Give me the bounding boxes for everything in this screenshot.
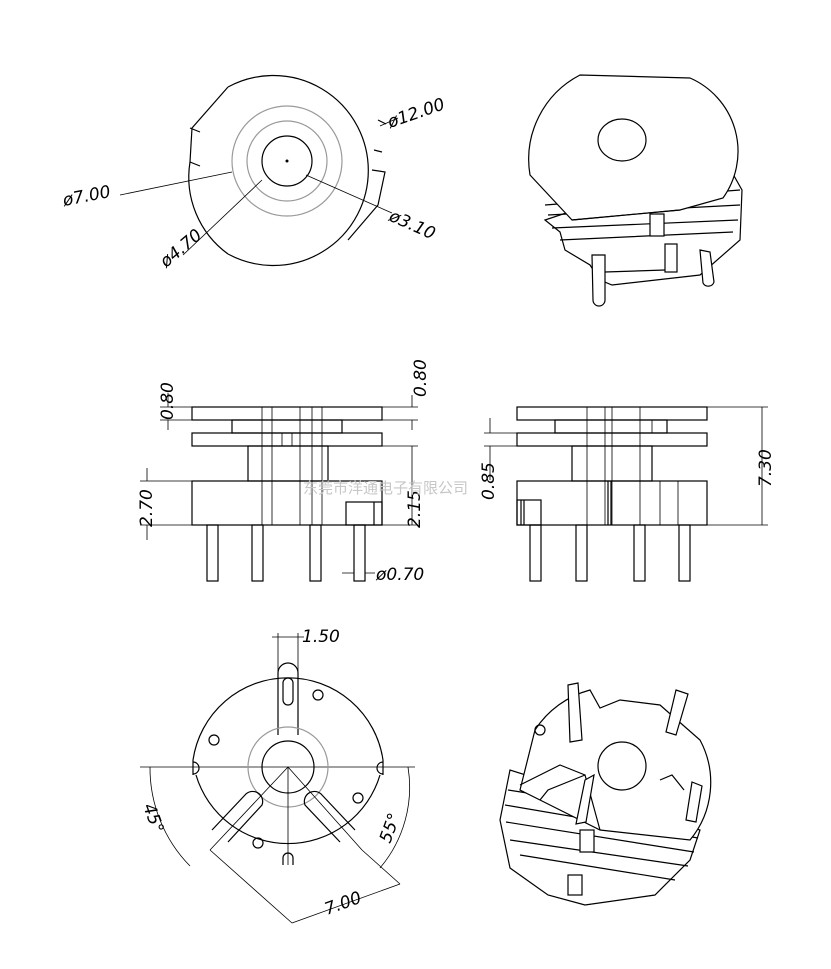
dim-pin-span-label: 7.00 bbox=[322, 888, 364, 920]
dim-body-height-label: 2.15 bbox=[405, 490, 425, 528]
dim-angle-left-label: 45° bbox=[138, 801, 167, 836]
dim-pin-dia-label: ø0.70 bbox=[375, 565, 424, 585]
leader-hole bbox=[305, 174, 393, 214]
front-pin-2 bbox=[251, 524, 264, 582]
front-pin-4 bbox=[353, 524, 366, 582]
iso-bottom-notch bbox=[519, 764, 601, 831]
dim-slot-width-label: 1.50 bbox=[302, 627, 340, 647]
dim-angle-right-arc bbox=[379, 766, 411, 869]
iso-bottom-pin-4 bbox=[685, 781, 703, 823]
iso-top-bottom-edge bbox=[604, 269, 666, 273]
dim-total-height-lines bbox=[707, 406, 768, 526]
iso-bottom-small-hole-1 bbox=[534, 724, 546, 736]
side-pin-4 bbox=[678, 524, 691, 582]
leader-outer bbox=[379, 117, 399, 127]
side-key-lines bbox=[520, 481, 612, 525]
top-right-cutout bbox=[347, 169, 386, 241]
front-pin-3 bbox=[309, 524, 322, 582]
top-center-point bbox=[285, 159, 289, 163]
iso-bottom-small-hole-2 bbox=[659, 774, 685, 791]
dim-angle-right-label: 55° bbox=[376, 811, 405, 846]
bottom-slot-top-inner bbox=[282, 677, 294, 706]
dim-outer-label: ø12.00 bbox=[384, 95, 447, 133]
dim-gap-label: 0.85 bbox=[479, 462, 499, 500]
iso-top-pin-1 bbox=[591, 254, 606, 307]
top-ring-4-7 bbox=[246, 120, 328, 202]
dim-inner-ring-label: ø4.70 bbox=[156, 225, 207, 272]
side-pin-3 bbox=[633, 524, 646, 582]
front-hidden-lines bbox=[261, 407, 323, 525]
dim-hole-label: ø3.10 bbox=[385, 206, 438, 244]
dim-ring-label: ø7.00 bbox=[60, 182, 112, 211]
bottom-slot-right bbox=[303, 790, 356, 843]
top-view: ø7.00 ø4.70 ø3.10 ø12.00 bbox=[60, 74, 447, 272]
dim-body-height-lines bbox=[382, 445, 418, 526]
top-lower-arc bbox=[188, 161, 229, 255]
iso-bottom-tab-2 bbox=[567, 874, 583, 896]
dim-flange-right-lines bbox=[382, 395, 418, 430]
watermark-text: 东莞市洋通电子有限公司 bbox=[303, 479, 468, 497]
iso-bottom-pin-1 bbox=[567, 682, 583, 743]
front-key bbox=[345, 501, 383, 526]
front-core bbox=[247, 445, 329, 482]
front-flange-2 bbox=[191, 432, 383, 447]
side-neck bbox=[554, 419, 668, 434]
bottom-radial-lines bbox=[209, 766, 363, 865]
leader-inner-ring bbox=[182, 179, 263, 256]
dim-angle-left-arc bbox=[149, 766, 191, 867]
iso-bottom-pin-3 bbox=[575, 773, 595, 825]
side-pin-2 bbox=[575, 524, 588, 582]
top-outer-arc bbox=[227, 74, 369, 267]
top-notch-left bbox=[189, 127, 201, 167]
iso-bottom-pin-2 bbox=[665, 689, 689, 736]
bottom-hole-c bbox=[352, 792, 364, 804]
bottom-hole-d bbox=[252, 837, 264, 849]
side-hidden-lines bbox=[586, 407, 679, 525]
iso-top-view bbox=[528, 74, 743, 307]
iso-top-pin-2 bbox=[699, 249, 715, 287]
iso-top-tab-front bbox=[664, 243, 678, 273]
bottom-hole-b bbox=[208, 734, 220, 746]
dim-flange-left-label: 0.80 bbox=[158, 382, 178, 420]
side-key bbox=[516, 499, 542, 526]
iso-bottom-view bbox=[499, 682, 712, 906]
top-left-flat bbox=[189, 86, 229, 163]
dim-gap-lines bbox=[484, 418, 517, 480]
dim-flange-right-label: 0.80 bbox=[411, 359, 431, 397]
iso-top-face bbox=[528, 74, 739, 221]
dim-base-height-label: 2.70 bbox=[137, 489, 157, 527]
dim-pin-span-lines bbox=[209, 849, 401, 924]
dim-base-height-lines bbox=[140, 468, 192, 540]
dim-total-height-label: 7.30 bbox=[756, 449, 776, 487]
dim-slot-width-lines bbox=[272, 633, 304, 673]
iso-bottom-face bbox=[519, 689, 712, 841]
iso-top-tab-right bbox=[649, 213, 665, 237]
top-ring-7 bbox=[231, 105, 343, 217]
bottom-slot-top bbox=[277, 662, 299, 735]
front-flange-1 bbox=[191, 406, 383, 421]
bottom-view: 1.50 45° 55° 7.00 bbox=[138, 627, 415, 924]
front-neck-1 bbox=[231, 419, 343, 434]
bottom-upper-arc bbox=[192, 677, 384, 761]
bottom-side-notches bbox=[192, 761, 384, 775]
front-pin-1 bbox=[206, 524, 219, 582]
iso-top-hole bbox=[597, 118, 647, 162]
iso-bottom-tab-1 bbox=[579, 829, 595, 853]
dim-flange-left-lines bbox=[160, 393, 192, 430]
top-notch-right bbox=[373, 119, 387, 153]
top-hole bbox=[261, 135, 313, 187]
leader-ring bbox=[119, 171, 233, 196]
front-view: 0.80 0.80 2.70 2.15 ø0.70 bbox=[137, 359, 431, 585]
bottom-slot-left bbox=[211, 790, 264, 843]
iso-bottom-hole bbox=[597, 741, 647, 791]
side-view: 0.85 7.30 bbox=[479, 406, 776, 582]
bottom-hole-a bbox=[312, 689, 324, 701]
side-pin-1 bbox=[529, 524, 542, 582]
iso-top-front-edge bbox=[571, 209, 681, 221]
